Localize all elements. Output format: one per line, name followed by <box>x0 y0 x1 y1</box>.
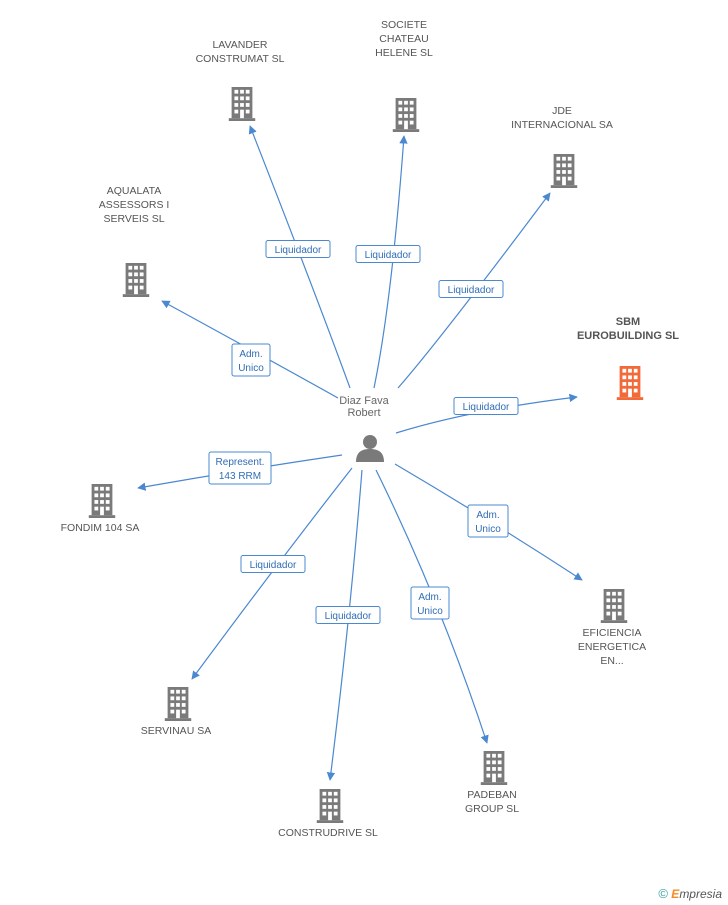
relation-box <box>315 606 381 624</box>
relation-text: Adm. <box>239 349 262 360</box>
company-name-societe[interactable]: CHATEAU <box>379 33 428 45</box>
company-name-padeban[interactable]: PADEBAN <box>467 789 516 801</box>
brand-initial: E <box>671 887 680 901</box>
building-icon[interactable] <box>228 87 256 121</box>
building-icon[interactable] <box>122 263 150 297</box>
relation-label-jde: Liquidador <box>438 280 504 298</box>
company-name-lavander[interactable]: LAVANDER <box>212 39 267 51</box>
relation-text: Adm. <box>418 592 441 603</box>
edge-construdrive <box>326 469 363 781</box>
company-name-aqualata[interactable]: SERVEIS SL <box>103 213 164 225</box>
company-name-societe[interactable]: SOCIETE <box>381 19 427 31</box>
relation-label-padeban: Adm. Unico <box>410 586 450 620</box>
company-name-jde[interactable]: JDE <box>552 105 572 117</box>
relation-box <box>240 555 306 573</box>
footer-brand: © Empresia <box>658 886 722 901</box>
company-name-construdrive[interactable]: CONSTRUDRIVE SL <box>278 827 378 839</box>
relation-box <box>453 397 519 415</box>
relation-box <box>265 240 331 258</box>
company-name-societe[interactable]: HELENE SL <box>375 47 433 59</box>
building-icon[interactable] <box>600 589 628 623</box>
building-icon[interactable] <box>392 98 420 132</box>
company-name-fondim[interactable]: FONDIM 104 SA <box>61 522 140 534</box>
company-name-aqualata[interactable]: AQUALATA <box>107 185 161 197</box>
building-icon[interactable] <box>88 484 116 518</box>
company-name-jde[interactable]: INTERNACIONAL SA <box>511 119 613 131</box>
edge-lavander <box>248 125 351 389</box>
relation-label-lavander: Liquidador <box>265 240 331 258</box>
company-name-sbm[interactable]: SBM <box>616 316 640 328</box>
relation-label-sbm: Liquidador <box>453 397 519 415</box>
relation-text: Unico <box>417 606 443 617</box>
company-name-lavander[interactable]: CONSTRUMAT SL <box>196 53 285 65</box>
relation-text: Liquidador <box>325 611 372 622</box>
company-name-servinau[interactable]: SERVINAU SA <box>141 725 211 737</box>
company-name-padeban[interactable]: GROUP SL <box>465 803 519 815</box>
relation-box <box>208 451 272 485</box>
relation-label-fondim: Represent. 143 RRM <box>208 451 272 485</box>
building-icon[interactable] <box>550 154 578 188</box>
relation-box <box>467 504 509 538</box>
relation-text: Unico <box>238 363 264 374</box>
relation-label-aqualata: Adm. Unico <box>231 343 271 377</box>
relation-text: 143 RRM <box>219 471 261 482</box>
relation-text: Adm. <box>476 510 499 521</box>
relation-box <box>410 586 450 620</box>
relation-text: Liquidador <box>463 402 510 413</box>
relation-box <box>438 280 504 298</box>
relation-text: Liquidador <box>250 560 297 571</box>
edge-servinau <box>191 467 353 680</box>
relation-text: Represent. <box>216 457 265 468</box>
building-icon-highlight[interactable] <box>616 366 644 400</box>
building-icon[interactable] <box>164 687 192 721</box>
relation-label-servinau: Liquidador <box>240 555 306 573</box>
company-name-aqualata[interactable]: ASSESSORS I <box>99 199 170 211</box>
relation-label-eficiencia: Adm. Unico <box>467 504 509 538</box>
relation-label-societe: Liquidador <box>355 245 421 263</box>
company-name-eficiencia[interactable]: EFICIENCIA <box>583 627 642 639</box>
company-name-sbm[interactable]: EUROBUILDING SL <box>577 330 679 342</box>
building-icon[interactable] <box>316 789 344 823</box>
relation-box <box>355 245 421 263</box>
relation-text: Liquidador <box>448 285 495 296</box>
company-name-eficiencia[interactable]: EN... <box>600 655 623 667</box>
person-icon <box>356 435 384 462</box>
relation-box <box>231 343 271 377</box>
copyright-symbol: © <box>658 886 668 901</box>
brand-name: mpresia <box>679 887 722 901</box>
relation-text: Liquidador <box>275 245 322 256</box>
edge-jde <box>397 192 551 389</box>
relation-label-construdrive: Liquidador <box>315 606 381 624</box>
edge-societe <box>373 135 408 389</box>
building-icon[interactable] <box>480 751 508 785</box>
relation-text: Unico <box>475 524 501 535</box>
relation-text: Liquidador <box>365 250 412 261</box>
company-name-eficiencia[interactable]: ENERGETICA <box>578 641 646 653</box>
person-name-line[interactable]: Robert <box>347 407 380 419</box>
person-name-line[interactable]: Diaz Fava <box>339 395 389 407</box>
